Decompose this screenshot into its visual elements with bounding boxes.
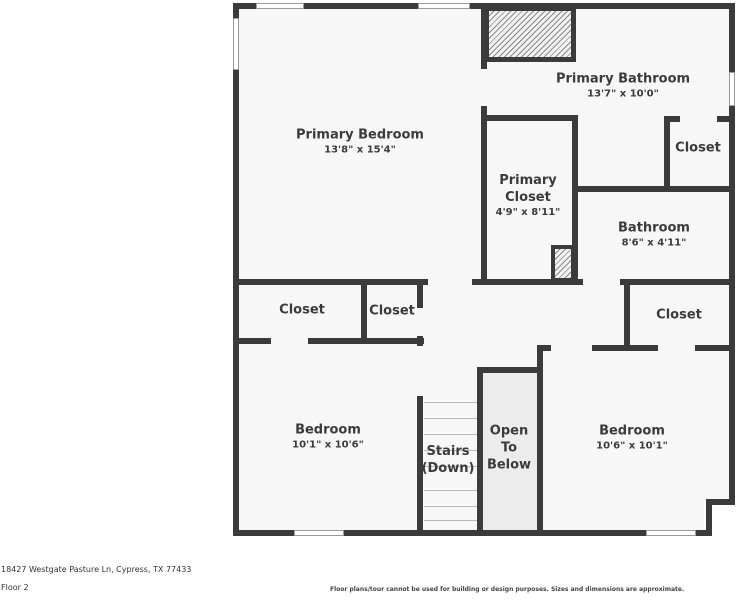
- room-name-line1: Open: [489, 423, 529, 439]
- wall: [592, 345, 658, 351]
- room-label-primary-closet: Primary Closet 4'9" x 8'11": [496, 172, 561, 220]
- wall: [233, 338, 271, 344]
- wall: [664, 116, 680, 122]
- floor-plan: Primary Bedroom 13'8" x 15'4" Primary Ba…: [233, 3, 735, 536]
- wall-left: [233, 3, 239, 536]
- stair-step: [424, 520, 478, 521]
- stair-step: [424, 466, 478, 467]
- room-name-line1: Primary: [499, 173, 557, 188]
- room-name: Closet: [279, 302, 325, 318]
- room-label-primary-bathroom: Primary Bathroom 13'7" x 10'0": [556, 71, 690, 102]
- disclaimer: Floor plans/tour cannot be used for buil…: [330, 586, 685, 593]
- room-label-closet-mid: Closet: [369, 303, 415, 320]
- room-name: Bedroom: [599, 423, 665, 439]
- room-dimensions: 4'9" x 8'11": [495, 207, 561, 218]
- wall: [695, 345, 735, 351]
- room-label-closet-left: Closet: [279, 302, 325, 319]
- floor-label: Floor 2: [1, 583, 29, 592]
- wall-notch-h: [706, 499, 735, 505]
- wall: [233, 279, 428, 285]
- wall: [620, 279, 735, 285]
- window: [646, 530, 696, 536]
- room-label-stairs: Stairs (Down): [422, 443, 475, 477]
- wall: [481, 106, 487, 284]
- chimney-hatch: [484, 6, 576, 62]
- room-dimensions: 13'8" x 15'4": [324, 144, 396, 156]
- room-name-line1: Stairs: [426, 444, 470, 459]
- room-dimensions: 10'1" x 10'6": [292, 439, 364, 451]
- wall: [308, 338, 424, 344]
- room-label-bedroom-left: Bedroom 10'1" x 10'6": [292, 422, 364, 453]
- stair-step: [424, 434, 478, 435]
- room-name: Primary Bedroom: [296, 127, 424, 143]
- room-name-line2: To: [500, 440, 518, 456]
- wall-bottom: [233, 530, 712, 536]
- room-label-closet-bath: Closet: [675, 140, 721, 157]
- wall: [664, 116, 670, 190]
- wall-right: [729, 3, 735, 505]
- hatch-small: [551, 245, 575, 282]
- wall: [361, 282, 367, 344]
- room-name-line3: Below: [486, 457, 532, 473]
- room-dimensions: 8'6" x 4'11": [621, 237, 687, 249]
- window: [256, 3, 304, 9]
- room-label-primary-bedroom: Primary Bedroom 13'8" x 15'4": [296, 127, 424, 158]
- wall: [481, 115, 578, 121]
- room-name: Closet: [675, 140, 721, 156]
- room-name: Bathroom: [618, 220, 690, 236]
- room-name: Bedroom: [295, 422, 361, 438]
- wall: [477, 367, 542, 373]
- stair-step: [424, 506, 478, 507]
- wall: [417, 336, 423, 346]
- wall-notch-v: [706, 499, 712, 536]
- room-name-line2: Closet: [505, 190, 551, 205]
- room-label-open-below: Open To Below: [487, 423, 531, 474]
- wall: [472, 279, 583, 285]
- stair-step: [424, 402, 478, 403]
- room-name-line2: (Down): [421, 461, 475, 476]
- room-name: Closet: [369, 303, 415, 319]
- window: [294, 530, 344, 536]
- window: [418, 3, 470, 9]
- room-label-bathroom: Bathroom 8'6" x 4'11": [618, 220, 690, 251]
- wall: [537, 345, 551, 351]
- window: [233, 18, 239, 70]
- wall: [624, 282, 630, 348]
- room-label-closet-right: Closet: [656, 307, 702, 324]
- wall: [572, 186, 735, 192]
- wall: [417, 282, 423, 308]
- room-dimensions: 13'7" x 10'0": [587, 88, 659, 100]
- property-address: 18427 Westgate Pasture Ln, Cypress, TX 7…: [1, 565, 192, 574]
- stair-step: [424, 450, 478, 451]
- room-label-bedroom-right: Bedroom 10'6" x 10'1": [596, 423, 668, 454]
- wall: [477, 367, 483, 536]
- stair-step: [424, 490, 478, 491]
- window: [729, 72, 735, 106]
- wall: [537, 345, 543, 536]
- room-name: Closet: [656, 307, 702, 323]
- wall: [572, 115, 578, 285]
- room-name: Primary Bathroom: [555, 71, 691, 87]
- open-to-below-area: [483, 373, 537, 530]
- stair-step: [424, 418, 478, 419]
- wall: [417, 396, 423, 536]
- room-dimensions: 10'6" x 10'1": [596, 440, 668, 452]
- wall: [717, 116, 735, 122]
